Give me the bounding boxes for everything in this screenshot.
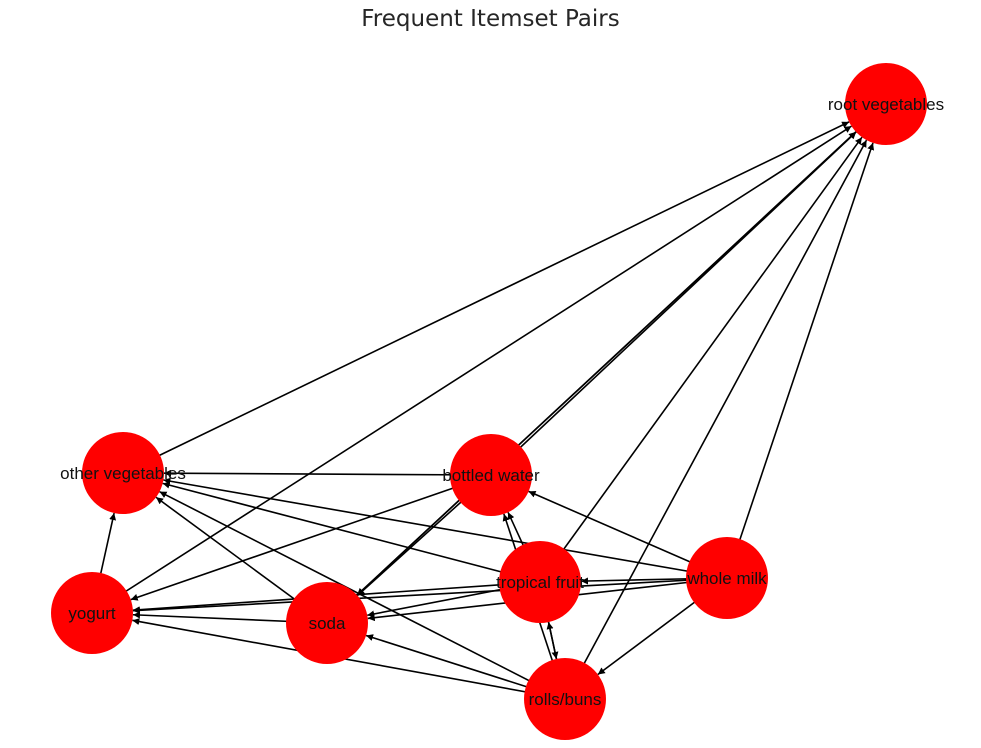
- node-label: other vegetables: [60, 464, 186, 483]
- chart-title: Frequent Itemset Pairs: [361, 6, 620, 32]
- node-label: soda: [309, 614, 346, 633]
- node-yogurt: yogurt: [51, 572, 133, 654]
- node-other-vegetables: other vegetables: [60, 432, 186, 514]
- node-root-vegetables: root vegetables: [828, 63, 944, 145]
- edge-bottled-water-to-yogurt: [130, 474, 492, 601]
- node-label: bottled water: [442, 466, 540, 485]
- edge-rolls-buns-to-yogurt: [132, 618, 566, 700]
- edge-other-vegetables-to-root-vegetables: [122, 121, 850, 474]
- node-label: root vegetables: [828, 95, 944, 114]
- edge-rolls-buns-to-root-vegetables: [564, 139, 868, 700]
- edge-whole-milk-to-yogurt: [132, 577, 728, 614]
- edge-tropical-fruit-to-other-vegetables: [162, 481, 541, 583]
- node-rolls-buns: rolls/buns: [524, 658, 606, 740]
- edges-layer: [91, 103, 887, 700]
- node-circle: [82, 432, 164, 514]
- edge-yogurt-to-root-vegetables: [91, 125, 852, 614]
- nodes-layer: root vegetables other vegetables bottled w…: [51, 63, 944, 740]
- edge-whole-milk-to-other-vegetables: [163, 477, 728, 579]
- node-whole-milk: whole milk: [686, 537, 768, 619]
- node-bottled-water: bottled water: [442, 434, 540, 516]
- node-circle: [51, 572, 133, 654]
- edge-tropical-fruit-to-root-vegetables: [539, 136, 863, 583]
- node-label: whole milk: [686, 569, 767, 588]
- node-circle: [524, 658, 606, 740]
- node-soda: soda: [286, 582, 368, 664]
- node-circle: [845, 63, 927, 145]
- node-circle: [499, 541, 581, 623]
- node-label: yogurt: [68, 604, 116, 623]
- node-label: rolls/buns: [529, 690, 602, 709]
- node-circle: [286, 582, 368, 664]
- node-circle: [686, 537, 768, 619]
- node-label: tropical fruit: [496, 573, 584, 592]
- edge-root-vegetables-to-soda: [356, 103, 887, 596]
- node-tropical-fruit: tropical fruit: [496, 541, 584, 623]
- edge-whole-milk-to-root-vegetables: [726, 142, 875, 579]
- node-circle: [450, 434, 532, 516]
- edge-bottled-water-to-other-vegetables: [163, 469, 492, 477]
